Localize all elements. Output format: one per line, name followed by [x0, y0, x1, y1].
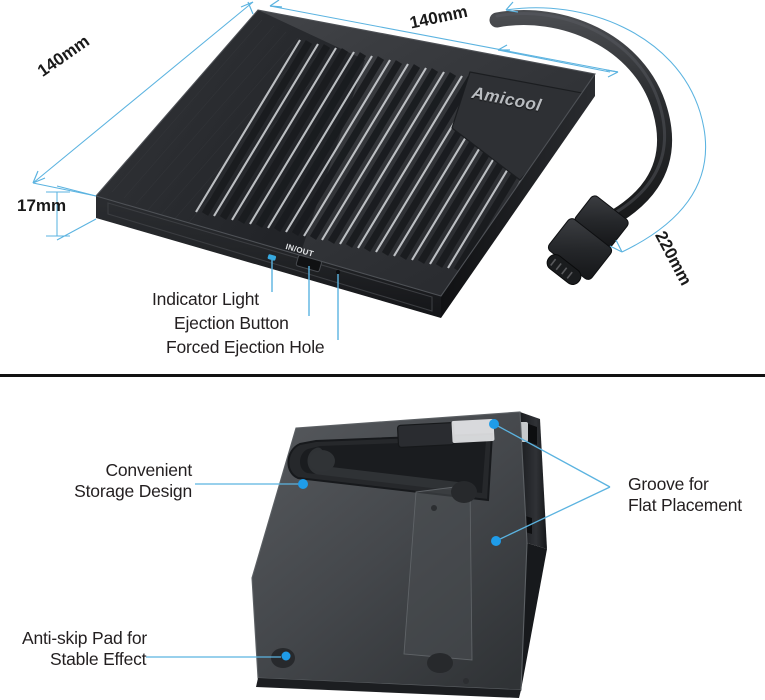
- indicator-light-led: [267, 254, 277, 261]
- anti-skip-pad-marker: [281, 651, 291, 661]
- drive-side-face: [441, 74, 595, 318]
- groove-lower-dot: [491, 536, 501, 546]
- bottom-callout-leaders: [146, 424, 611, 658]
- channel-end-cap: [309, 450, 335, 472]
- callout-ejection-button: Ejection Button: [174, 313, 289, 333]
- callout-groove-for-flat-placement: Groove for Flat Placement: [628, 474, 765, 517]
- dimension-lines: [32, 0, 707, 253]
- callout-forced-ejection-hole: Forced Ejection Hole: [166, 337, 325, 357]
- dimension-label-height: 17mm: [17, 196, 67, 215]
- callout-storage-line1: Convenient: [105, 460, 192, 480]
- top-callout-leaders: [271, 260, 339, 340]
- screw-hole: [431, 505, 437, 511]
- callout-antiskip-line2: Stable Effect: [50, 649, 147, 670]
- usb-cable: [489, 10, 673, 234]
- brand-plate: [452, 72, 595, 180]
- stored-usb-connector: [397, 422, 455, 448]
- tray-seam: [107, 202, 433, 312]
- anti-skip-pad-bottom-right: [427, 653, 453, 673]
- callout-groove-line2: Flat Placement: [628, 495, 742, 516]
- screw-hole-2: [463, 678, 469, 684]
- storage-design-dot: [298, 479, 308, 489]
- callout-groove-line1: Groove for: [628, 474, 709, 494]
- drive-top-view: [32, 0, 707, 340]
- bottom-insert-panel: [404, 485, 472, 660]
- callout-indicator-light: Indicator Light: [152, 289, 259, 309]
- drive-right-edge: [520, 412, 547, 549]
- stored-connector-tip: [451, 419, 495, 443]
- callout-storage-line2: Storage Design: [74, 481, 192, 502]
- usb-c-tip: [546, 254, 582, 286]
- drive-bottom-lip: [256, 678, 521, 698]
- usb-c-connector: [546, 195, 629, 286]
- callout-anti-skip-pad: Anti-skip Pad for Stable Effect: [22, 628, 192, 671]
- forced-ejection-hole: [335, 269, 341, 275]
- callout-convenient-storage-design: Convenient Storage Design: [72, 460, 192, 503]
- groove-upper-dot: [489, 419, 499, 429]
- ejection-button[interactable]: [295, 254, 322, 273]
- panel-divider: [0, 374, 765, 377]
- cable-storage-channel: [287, 419, 495, 502]
- callout-antiskip-line1: Anti-skip Pad for: [22, 628, 147, 648]
- drive-bottom-view: [146, 411, 611, 698]
- anti-skip-pad-top-right: [451, 481, 477, 503]
- cable-highlight: [495, 12, 667, 224]
